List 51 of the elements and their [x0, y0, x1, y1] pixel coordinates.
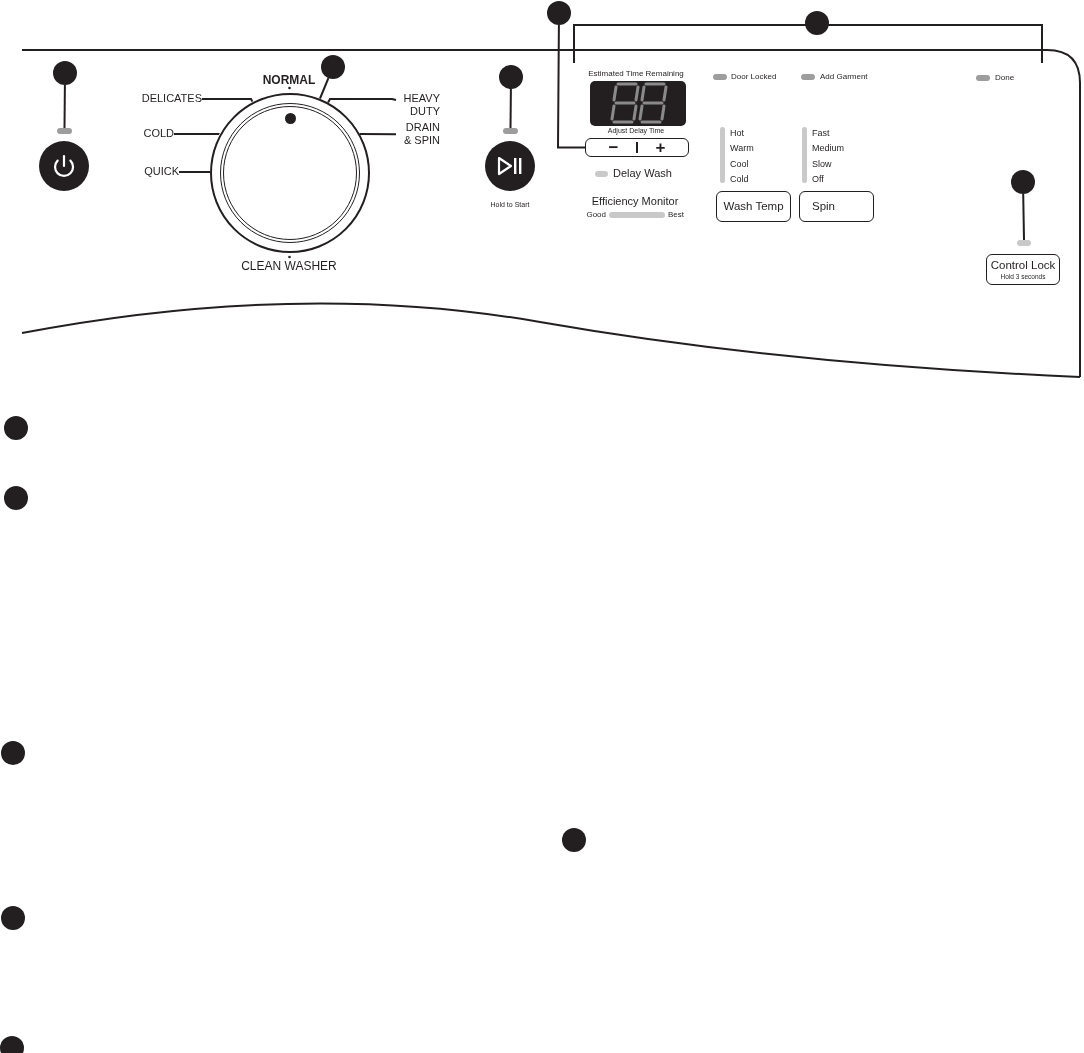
callout-circle [1, 906, 25, 930]
panel-label: Fast [812, 128, 831, 139]
panel-label: Done [995, 73, 1016, 83]
leader-line [319, 77, 330, 100]
leader-line [63, 84, 66, 129]
panel-label: Slow [812, 159, 833, 170]
leader-line [178, 171, 211, 173]
indicator-light [503, 128, 518, 134]
callout-circle [4, 486, 28, 510]
leader-line [557, 24, 586, 149]
panel-label: Off [812, 174, 825, 185]
callout-circle [547, 1, 571, 25]
callout-circle [4, 416, 28, 440]
leader-line [358, 133, 397, 136]
leader-line [509, 88, 512, 129]
leader-line [327, 98, 397, 104]
panel-label: CLEAN WASHER [240, 259, 338, 274]
cycle-label: QUICK [130, 165, 179, 179]
delay-time-rocker-button: − + [585, 138, 689, 157]
callout-circle [1011, 170, 1035, 194]
cycle-label: HEAVY DUTY [396, 92, 440, 119]
panel-label: Cold [730, 174, 750, 185]
panel-label: NORMAL [261, 73, 317, 88]
panel-label: Medium [812, 143, 845, 154]
callout-circle [805, 11, 829, 35]
panel-label: Door Locked [731, 72, 778, 82]
callout-circle [0, 1036, 24, 1053]
callout-circle [499, 65, 523, 89]
panel-label: Add Garment [820, 72, 869, 82]
panel-label: Cool [730, 159, 750, 170]
panel-label: Good [585, 210, 606, 220]
cycle-label: DRAIN & SPIN [396, 121, 440, 148]
panel-label: Efficiency Monitor [590, 195, 680, 209]
panel-label: Warm [730, 143, 755, 154]
panel-label: Delay Wash [613, 167, 673, 181]
cycle-label: DELICATES [130, 92, 202, 106]
indicator-light [57, 128, 72, 134]
callout-circle [321, 55, 345, 79]
callout-circle [53, 61, 77, 85]
cycle-label: COLD [130, 127, 174, 141]
leader-line [201, 98, 254, 103]
panel-label: Best [668, 210, 685, 220]
leader-line [1022, 193, 1025, 241]
panel-label: Estimated Time Remaining [587, 69, 685, 79]
leader-line [173, 133, 221, 136]
control-button: Spin [799, 191, 874, 222]
control-button: Wash Temp [716, 191, 791, 222]
callout-circle [562, 828, 586, 852]
panel-label: Hot [730, 128, 745, 139]
callout-circle [1, 741, 25, 765]
indicator-light [1017, 240, 1031, 246]
